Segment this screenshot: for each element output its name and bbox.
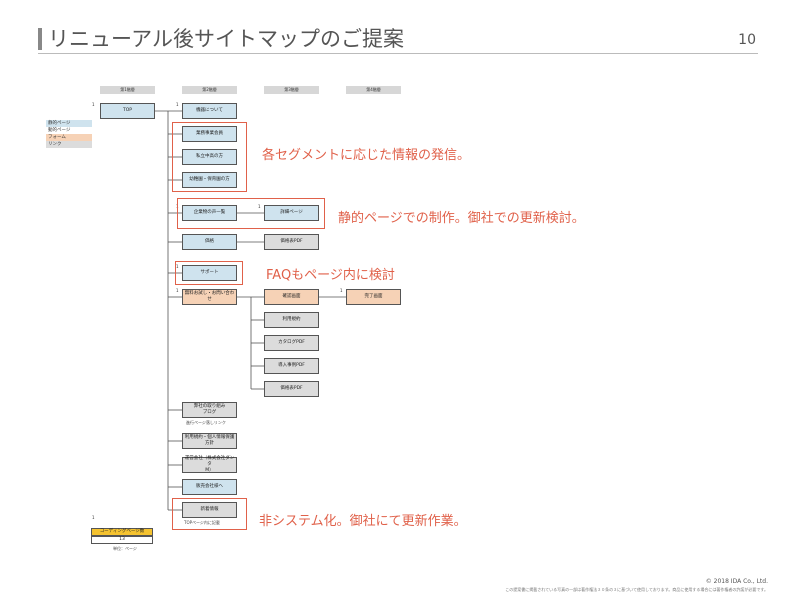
legend-form: フォーム — [46, 134, 92, 141]
level-header-2: 第2階層 — [182, 86, 237, 94]
callout-system: 非システム化。御社にて更新作業。 — [259, 514, 467, 529]
legend-link: リンク — [46, 141, 92, 148]
legend-static: 静的ページ — [46, 120, 92, 127]
box-privacy: 利用規約・個人情報保護方針 — [182, 433, 237, 449]
highlight-system — [172, 498, 247, 530]
box-blog: 弊社の取り組み ブログ — [182, 402, 237, 418]
callout-faq: FAQもページ内に検討 — [266, 268, 395, 283]
box-segment-business: 業務事業会員 — [182, 126, 237, 142]
highlight-faq — [175, 261, 243, 285]
box-company: 運営会社（株式会社ダンタ M） — [182, 456, 237, 473]
box-entry-form: 確認画面 — [264, 289, 319, 305]
box-catalog-pdf: カタログPDF — [264, 335, 319, 351]
box-top: TOP — [100, 103, 155, 119]
highlight-static — [177, 198, 325, 229]
box-trial-contact: 無料お試し・お問い合わせ — [182, 289, 237, 305]
box-support: サポート — [182, 265, 237, 281]
count-trial: 1 — [176, 288, 179, 293]
callout-static: 静的ページでの制作。御社での更新検討。 — [338, 211, 585, 226]
box-complete: 完了画面 — [346, 289, 401, 305]
counter-label: コーディングページ数 — [91, 528, 153, 536]
legend-dynamic: 動的ページ — [46, 127, 92, 134]
callout-segments: 各セグメントに応じた情報の発信。 — [262, 148, 471, 163]
box-price: 価格 — [182, 234, 237, 250]
box-product-list: 企業物の声一覧 — [182, 205, 237, 221]
footer-notice: この提案書に掲載されている写真の一部は著作権法３０条の３に基づいて使用しておりま… — [505, 587, 768, 592]
count-top: 1 — [92, 102, 95, 107]
count-complete: 1 — [340, 288, 343, 293]
count-counter-head: 1 — [92, 515, 95, 520]
title-accent-bar — [38, 28, 42, 50]
box-price-pdf: 価格表PDF — [264, 234, 319, 250]
box-about: 機器について — [182, 103, 237, 119]
box-intro-pdf: 導入事例PDF — [264, 358, 319, 374]
box-segment-kinder: 幼稚園・保育園の方 — [182, 172, 237, 188]
box-detail: 詳細ページ — [264, 205, 319, 221]
footer-copyright: © 2018 IDA Co., Ltd. — [705, 578, 768, 585]
box-terms: 利用規約 — [264, 312, 319, 328]
title-divider — [38, 53, 758, 54]
page-title: リニューアル後サイトマップのご提案 — [48, 27, 404, 51]
box-agency: 販売会社様へ — [182, 479, 237, 495]
count-about: 1 — [176, 102, 179, 107]
box-segment-school: 私立中高の方 — [182, 149, 237, 165]
level-header-1: 第1階層 — [100, 86, 155, 94]
highlight-segments — [172, 122, 247, 192]
counter-value: 13 — [91, 536, 153, 544]
box-news: 新着情報 — [182, 502, 237, 518]
count-support: 1 — [176, 264, 179, 269]
note-news: TOPページ内に記載 — [184, 520, 220, 525]
box-price-pdf-2: 価格表PDF — [264, 381, 319, 397]
level-header-4: 第4階層 — [346, 86, 401, 94]
page-number: 10 — [738, 32, 756, 48]
counter-unit: 単位：ページ — [113, 546, 137, 551]
level-header-3: 第3階層 — [264, 86, 319, 94]
count-detail: 1 — [258, 204, 261, 209]
note-blog: 進行ページ落しリンク — [186, 420, 226, 425]
